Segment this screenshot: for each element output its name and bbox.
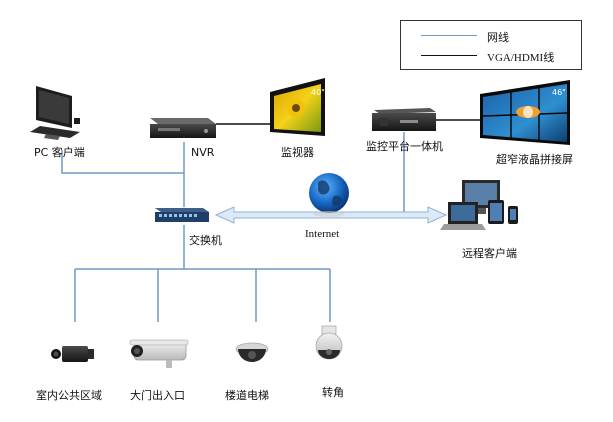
internet-label: Internet: [305, 228, 340, 240]
monitor-size-badge: 40": [311, 88, 325, 97]
ptz-camera-icon: [315, 325, 343, 360]
video-wall-icon: [480, 80, 570, 145]
nvr-label: NVR: [191, 146, 215, 159]
legend-item-video: VGA/HDMI线: [401, 48, 581, 64]
camera-label-indoor: 室内公共区域: [36, 389, 102, 402]
monitor-label: 监视器: [281, 146, 314, 159]
box-camera-icon: [51, 346, 94, 362]
remote-client-label: 远程客户端: [462, 247, 517, 260]
video-wall-label: 超窄液晶拼接屏: [496, 153, 573, 166]
network-cable-lines: [61, 132, 405, 322]
legend-box: 网线 VGA/HDMI线: [400, 20, 582, 70]
camera-label-corner: 转角: [322, 386, 344, 399]
camera-label-gate: 大门出入口: [130, 389, 185, 402]
video-cable-lines: [216, 119, 480, 125]
remote-devices-icon: [440, 180, 518, 230]
pc-to-switch-link: [61, 150, 184, 174]
legend-network-swatch: [421, 35, 477, 36]
legend-video-label: VGA/HDMI线: [487, 52, 555, 64]
legend-network-label: 网线: [487, 32, 509, 44]
network-switch-icon: [155, 208, 209, 222]
videowall-size-badge: 46": [552, 88, 566, 97]
dome-camera-icon: [235, 342, 269, 362]
switch-label: 交换机: [189, 234, 222, 247]
legend-video-swatch: [421, 55, 477, 56]
legend-item-network: 网线: [401, 28, 581, 44]
switch-to-cameras-trunk: [75, 225, 330, 270]
pc-client-label: PC 客户端: [34, 146, 85, 159]
bullet-camera-icon: [129, 339, 189, 368]
nvr-recorder-icon: [150, 118, 216, 138]
rack-server-icon: [372, 108, 436, 131]
camera-label-elevator: 楼道电梯: [225, 389, 269, 402]
monitor-screen-icon: [270, 78, 325, 136]
globe-icon: [309, 173, 349, 217]
desktop-pc-icon: [30, 86, 80, 140]
control-platform-label: 监控平台一体机: [366, 140, 443, 153]
